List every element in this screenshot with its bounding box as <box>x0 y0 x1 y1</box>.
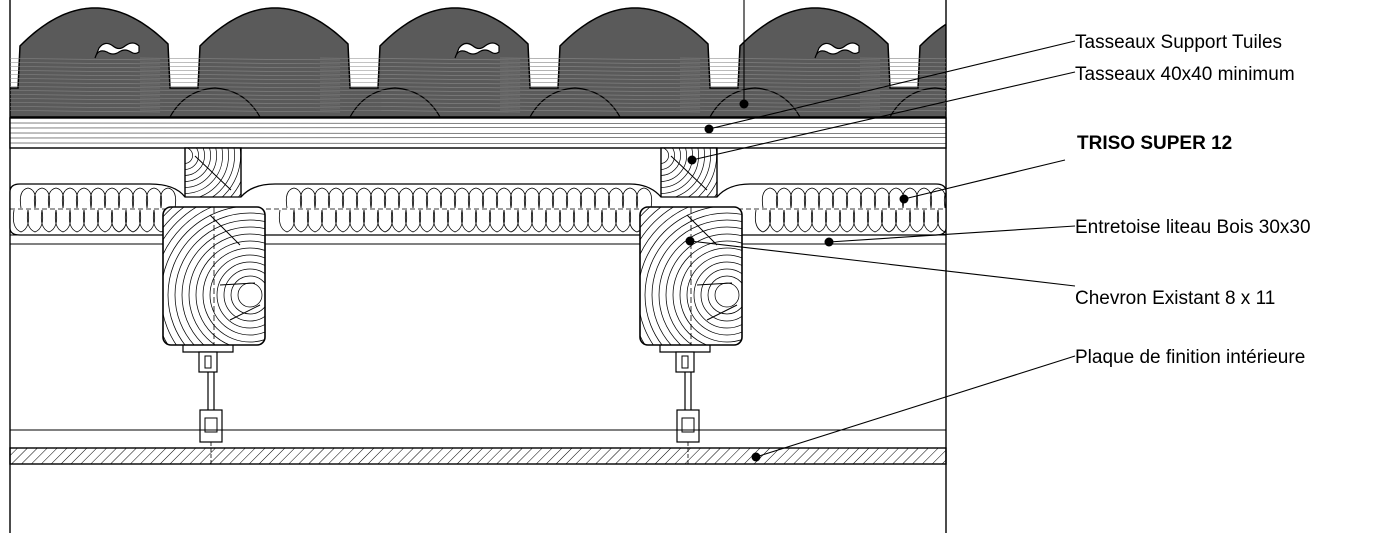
spacer-battens <box>10 234 946 245</box>
rafter-1 <box>162 206 266 346</box>
rafter-2 <box>639 206 743 346</box>
leader-lines <box>685 0 1076 462</box>
interior-finish-plate <box>9 447 947 465</box>
label-plaque: Plaque de finition intérieure <box>1075 347 1305 368</box>
hanger-2 <box>659 345 711 464</box>
counter-batten-1 <box>184 147 242 199</box>
triso-insulation <box>9 183 947 236</box>
hanger-1 <box>182 345 234 464</box>
label-tasseaux-40: Tasseaux 40x40 minimum <box>1075 64 1295 85</box>
label-triso: TRISO SUPER 12 <box>1077 133 1232 154</box>
label-chevron: Chevron Existant 8 x 11 <box>1075 288 1275 309</box>
support-battens <box>9 117 947 149</box>
roof-tiles <box>10 7 946 118</box>
label-entretoise: Entretoise liteau Bois 30x30 <box>1075 217 1311 238</box>
label-tasseaux-support: Tasseaux Support Tuiles <box>1075 32 1282 53</box>
